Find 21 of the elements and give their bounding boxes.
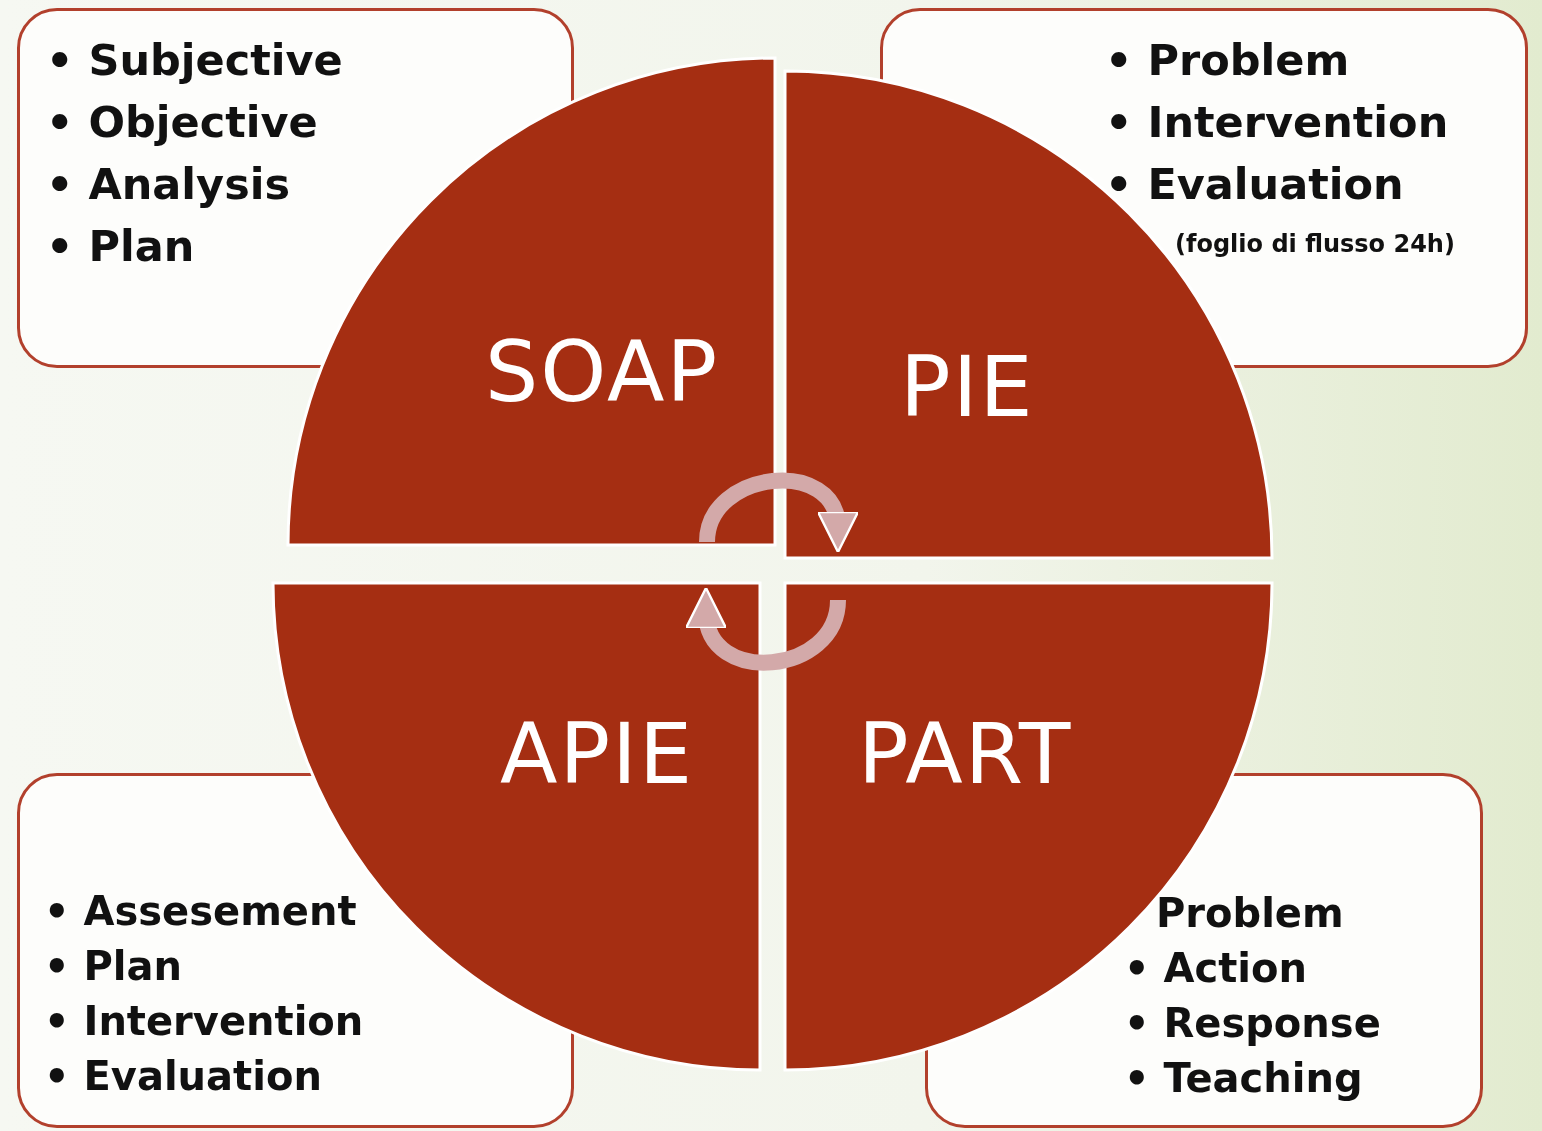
quadrant-label: PART <box>858 712 1073 796</box>
list-item: • Assesement <box>44 887 358 936</box>
list-item: • Evaluation <box>1105 158 1405 211</box>
list-item: • Action <box>1124 944 1308 993</box>
list-item: Problem <box>1156 889 1345 938</box>
list-item: • Plan <box>44 942 183 991</box>
list-item: • Objective <box>46 96 319 149</box>
list-item: • Plan <box>46 220 196 273</box>
quadrant-label: APIE <box>500 712 694 796</box>
list-item: • Problem <box>1105 34 1351 87</box>
list-item: • Intervention <box>1105 96 1450 149</box>
quadrant-label: SOAP <box>485 330 720 414</box>
list-item: • Evaluation <box>44 1052 323 1101</box>
list-item: • Analysis <box>46 158 292 211</box>
curved-arrow <box>687 587 846 671</box>
list-item: • Teaching <box>1124 1054 1364 1103</box>
list-item: • Subjective <box>46 34 343 87</box>
note-text: (foglio di flusso 24h) <box>1175 229 1455 259</box>
list-item: • Intervention <box>44 997 364 1046</box>
quadrant-label: PIE <box>900 345 1035 429</box>
list-item: • Response <box>1124 999 1381 1048</box>
